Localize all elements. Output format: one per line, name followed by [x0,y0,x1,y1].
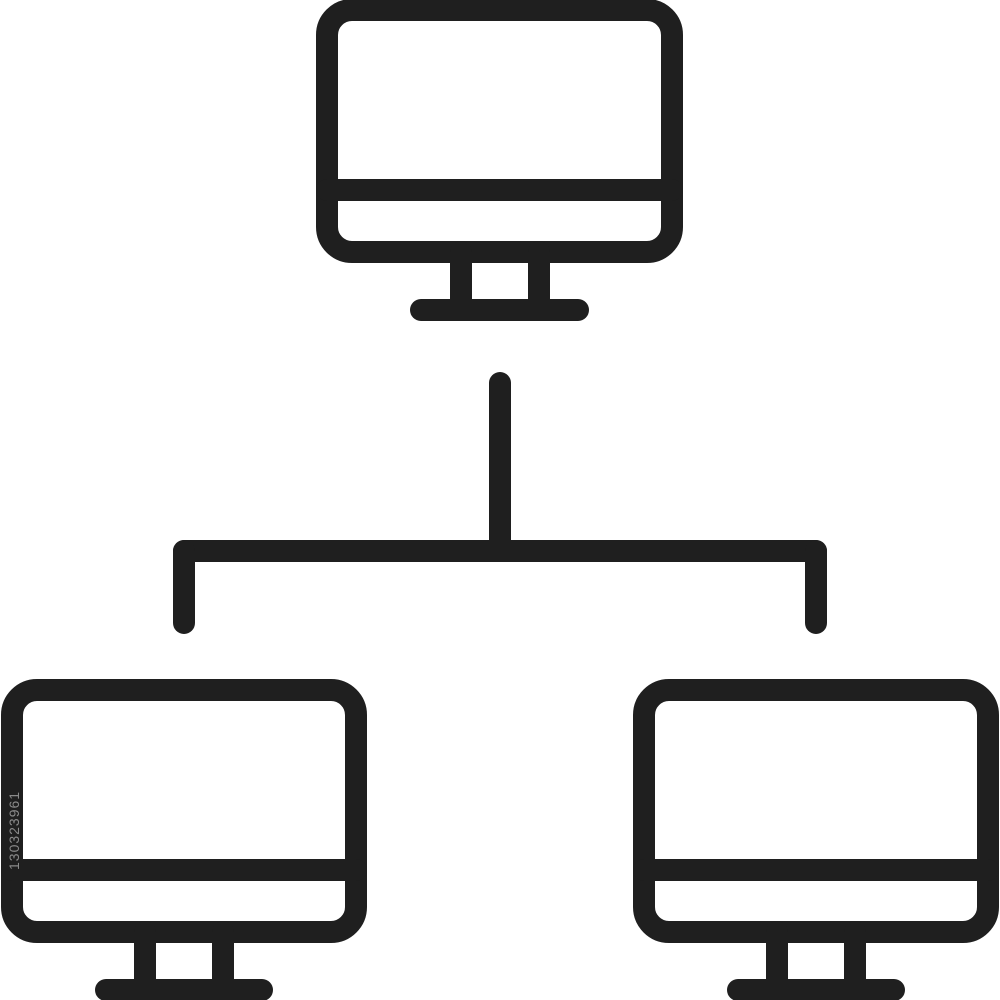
bottom-right-monitor-screen [633,679,999,943]
bottom-left-monitor-icon [1,679,367,1000]
watermark-id-text: 130323961 [6,790,22,870]
top-monitor-screen [316,0,683,263]
bottom-left-monitor-screen [1,679,367,943]
bottom-right-monitor-icon [633,679,999,1000]
connector-lines [173,372,827,634]
top-monitor-icon [316,0,683,321]
